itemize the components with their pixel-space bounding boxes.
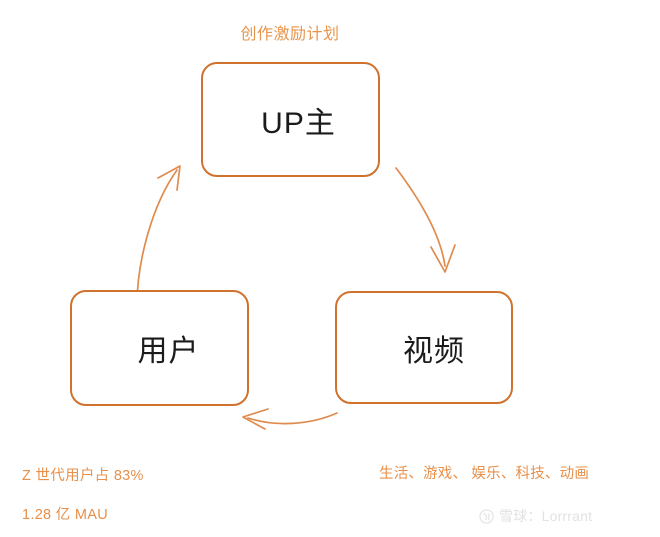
arrow-video-to-user — [242, 408, 338, 430]
node-up-creator[interactable]: UP主 — [201, 62, 380, 177]
arrow-up-to-video — [395, 167, 456, 273]
node-user[interactable]: 用户 — [70, 290, 249, 406]
node-user-label: 用户 — [137, 335, 200, 368]
xueqiu-logo-icon — [479, 508, 494, 524]
note-mau: 1.28 亿 MAU — [22, 507, 108, 523]
node-video-label: 视频 — [403, 334, 465, 368]
node-video[interactable]: 视频 — [335, 291, 513, 404]
node-up-creator-label: UP主 — [261, 106, 336, 140]
note-content-categories: 生活、游戏、 娱乐、科技、动画 — [379, 466, 590, 482]
note-gen-z-share: Z 世代用户占 83% — [22, 468, 144, 484]
watermark: 雪球：Lorrrant — [479, 506, 592, 526]
watermark-text: 雪球：Lorrrant — [499, 508, 593, 524]
diagram-title: 创作激励计划 — [240, 26, 340, 43]
arrow-user-to-up — [136, 165, 181, 306]
